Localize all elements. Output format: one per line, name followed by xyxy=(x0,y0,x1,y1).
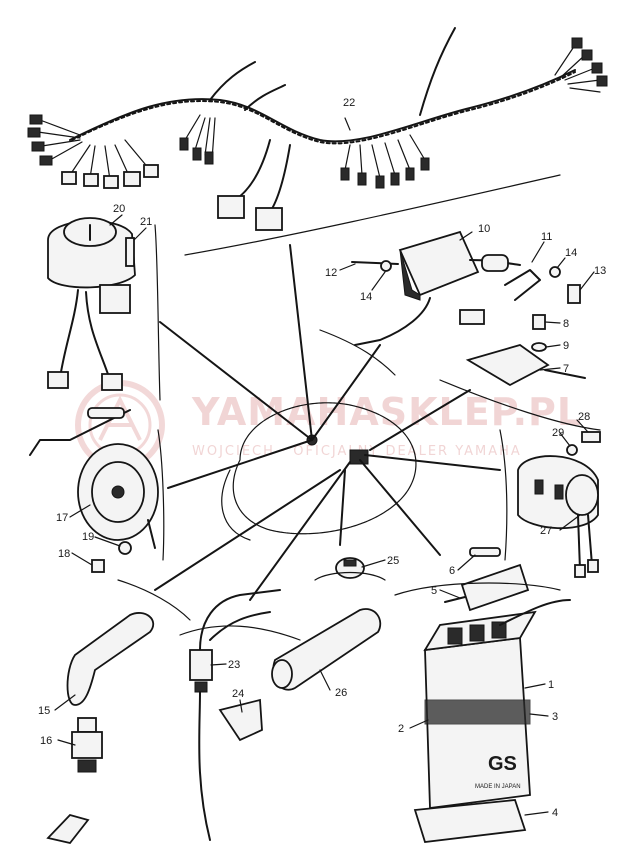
battery-brand: GS xyxy=(488,753,517,775)
callout-1: 1 xyxy=(548,679,554,691)
relay-unit xyxy=(499,429,601,578)
callout-6: 6 xyxy=(449,565,455,577)
cable-tube xyxy=(271,608,382,691)
callout-22: 22 xyxy=(343,97,355,109)
callout-16: 16 xyxy=(40,735,52,747)
neutral-switch xyxy=(314,557,386,581)
callout-numbers: 22 20 21 10 11 12 13 14 14 8 9 7 28 29 2… xyxy=(38,97,606,819)
ignition-switch xyxy=(47,217,161,401)
callout-12: 12 xyxy=(325,267,337,279)
callout-28-top: 28 xyxy=(578,411,590,423)
leader-lines xyxy=(54,117,595,816)
watermark: YAMAHASKLEP.PL WOJCIECH · OFICJALNY DEAL… xyxy=(75,380,581,470)
spark-plug-cap xyxy=(46,579,191,845)
callout-9: 9 xyxy=(563,340,569,352)
callout-7: 7 xyxy=(563,363,569,375)
callout-11: 11 xyxy=(541,231,552,243)
callout-14-left: 14 xyxy=(360,291,372,303)
callout-4: 4 xyxy=(552,807,558,819)
callout-2: 2 xyxy=(398,723,404,735)
callout-21: 21 xyxy=(140,216,152,228)
frame-outline xyxy=(154,244,501,601)
callout-20: 20 xyxy=(113,203,125,215)
wiring-harness xyxy=(27,27,608,256)
ignition-coil xyxy=(319,230,601,431)
callout-27: 27 xyxy=(540,525,552,537)
callout-17: 17 xyxy=(56,512,68,524)
battery-small-text: MADE IN JAPAN xyxy=(475,784,521,790)
battery: GS MADE IN JAPAN xyxy=(413,599,571,843)
callout-15: 15 xyxy=(38,705,50,717)
fuse-holder xyxy=(394,547,561,612)
callout-19: 19 xyxy=(82,531,94,543)
horn xyxy=(29,407,165,573)
callout-26: 26 xyxy=(335,687,347,699)
callout-24: 24 xyxy=(232,688,244,700)
callout-3: 3 xyxy=(552,711,558,723)
callout-8: 8 xyxy=(563,318,569,330)
callout-23: 23 xyxy=(228,659,240,671)
callout-18: 18 xyxy=(58,548,70,560)
callout-29: 29 xyxy=(552,427,564,439)
callout-14-right: 14 xyxy=(565,247,577,259)
callout-25: 25 xyxy=(387,555,399,567)
oil-level-switch xyxy=(179,589,301,841)
callout-10: 10 xyxy=(478,223,490,235)
callout-5: 5 xyxy=(431,585,437,597)
callout-13: 13 xyxy=(594,265,606,277)
